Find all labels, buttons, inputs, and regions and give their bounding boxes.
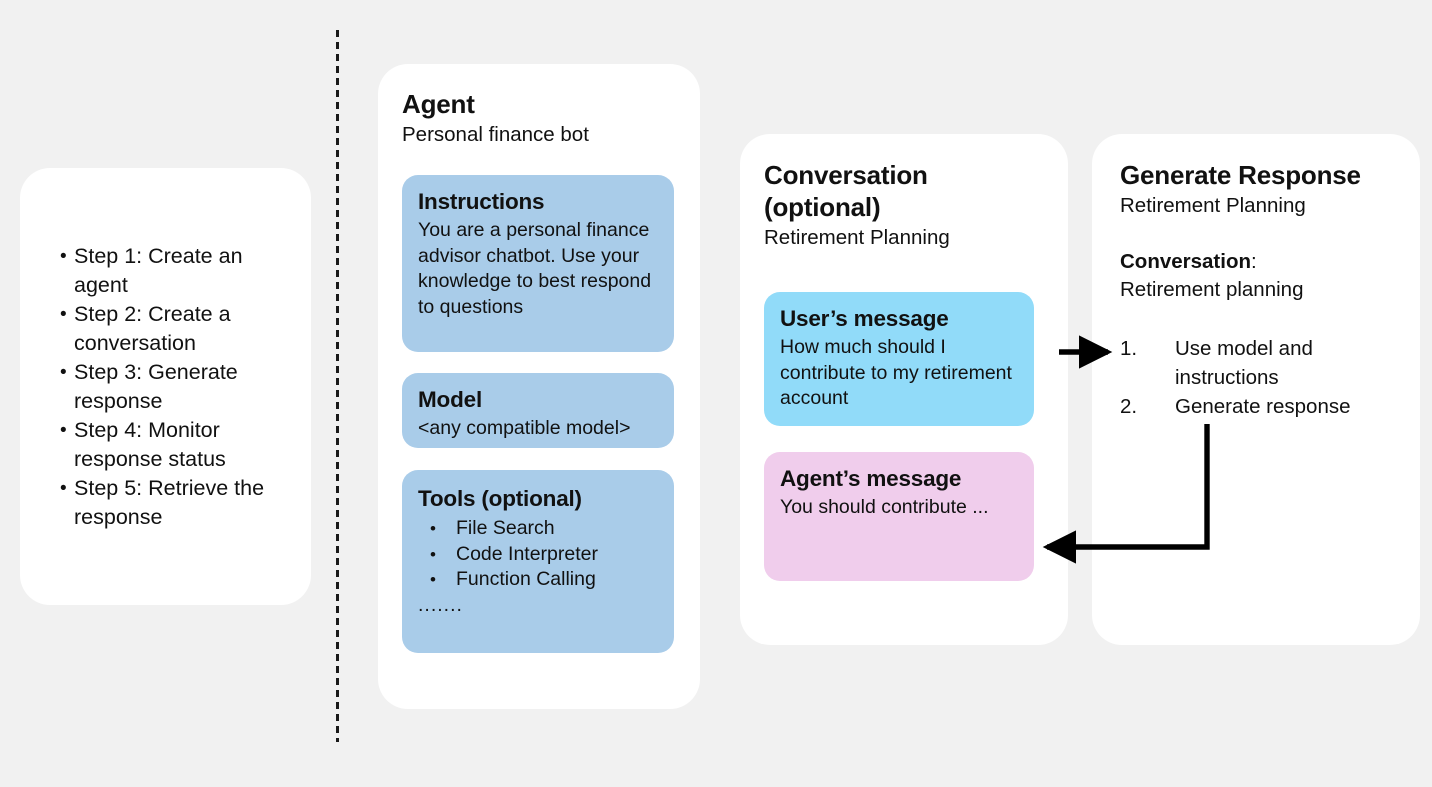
conversation-card: Conversation (optional) Retirement Plann… [740, 134, 1068, 645]
model-title: Model [418, 387, 482, 412]
conversation-label-colon: : [1251, 250, 1257, 273]
step-number: 1. [1120, 337, 1138, 360]
model-value: <any compatible model> [418, 417, 631, 439]
agent-title: Agent [402, 89, 475, 119]
bullet-icon: • [60, 245, 67, 267]
list-item: • File Search [418, 516, 658, 542]
step-number: 2. [1120, 395, 1138, 418]
generate-response-steps: 1. Use model and instructions 2. Generat… [1120, 334, 1398, 421]
step-label: Step 5: Retrieve the response [74, 475, 265, 529]
bullet-icon: • [430, 570, 436, 589]
generate-response-card: Generate Response Retirement Planning Co… [1092, 134, 1420, 645]
bullet-icon: • [430, 519, 436, 538]
tools-list: • File Search • Code Interpreter • Funct… [418, 516, 658, 618]
conversation-label-text: Conversation [1120, 250, 1251, 273]
list-item: • Step 2: Create a conversation [40, 300, 293, 358]
conversation-title-line2: (optional) [764, 192, 881, 222]
steps-list: • Step 1: Create an agent • Step 2: Crea… [20, 242, 311, 532]
bullet-icon: • [60, 477, 67, 499]
list-item: • Step 1: Create an agent [40, 242, 293, 300]
bullet-icon: • [60, 419, 67, 441]
list-item: • Code Interpreter [418, 542, 658, 568]
generate-response-conversation-label: Conversation: [1120, 248, 1398, 276]
tool-label: Function Calling [456, 568, 596, 590]
generate-response-subtitle: Retirement Planning [1120, 194, 1306, 217]
agent-message-title: Agent’s message [780, 466, 962, 491]
step-label: Step 1: Create an agent [74, 243, 243, 297]
list-item: • Step 4: Monitor response status [40, 416, 293, 474]
bullet-icon: • [60, 303, 67, 325]
step-label: Step 2: Create a conversation [74, 301, 231, 355]
agent-card: Agent Personal finance bot Instructions … [378, 64, 700, 709]
step-label: Step 4: Monitor response status [74, 417, 226, 471]
tools-title: Tools (optional) [418, 486, 582, 511]
agent-subtitle: Personal finance bot [402, 123, 589, 146]
bullet-icon: • [430, 544, 436, 564]
step-label: Step 3: Generate response [74, 359, 238, 413]
list-item: • Step 3: Generate response [40, 358, 293, 416]
tool-label: File Search [456, 517, 555, 539]
list-item: • Function Calling [418, 567, 658, 593]
list-item: 1. Use model and instructions [1120, 334, 1398, 392]
user-message-body: How much should I contribute to my retir… [780, 336, 1012, 409]
instructions-body: You are a personal finance advisor chatb… [418, 219, 652, 318]
step-label: Use model and instructions [1175, 337, 1313, 389]
instructions-title: Instructions [418, 189, 545, 214]
bullet-icon: • [60, 361, 67, 383]
user-message-box: User’s message How much should I contrib… [764, 292, 1034, 426]
tools-box: Tools (optional) • File Search • Code In… [402, 470, 674, 653]
instructions-box: Instructions You are a personal finance … [402, 175, 674, 352]
dashed-divider [336, 30, 339, 742]
steps-card: • Step 1: Create an agent • Step 2: Crea… [20, 168, 311, 605]
user-message-title: User’s message [780, 306, 949, 331]
conversation-title-line1: Conversation [764, 160, 928, 190]
list-item: • Step 5: Retrieve the response [40, 474, 293, 532]
step-label: Generate response [1175, 395, 1351, 418]
tools-ellipsis: ....... [418, 593, 463, 616]
generate-response-title: Generate Response [1120, 160, 1361, 190]
conversation-subtitle: Retirement Planning [764, 226, 950, 249]
model-box: Model <any compatible model> [402, 373, 674, 448]
list-item: 2. Generate response [1120, 392, 1398, 421]
tool-label: Code Interpreter [456, 542, 598, 565]
agent-message-box: Agent’s message You should contribute ..… [764, 452, 1034, 581]
generate-response-conversation-value: Retirement planning [1120, 278, 1304, 301]
agent-message-body: You should contribute ... [780, 496, 989, 518]
